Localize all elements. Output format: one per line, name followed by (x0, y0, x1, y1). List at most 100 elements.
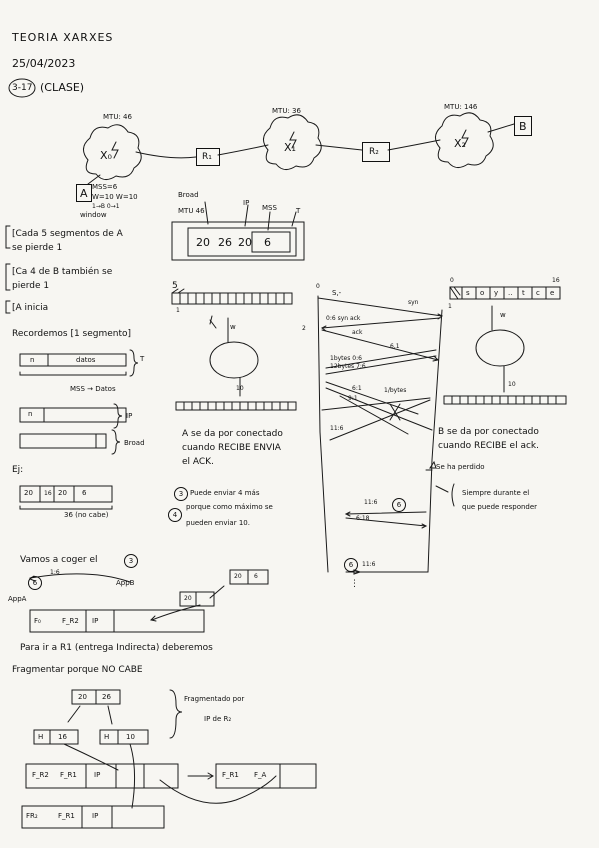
frame-app (29, 609, 205, 633)
right-timeline (427, 309, 443, 573)
section2-title: Vamos a coger el (20, 555, 98, 565)
msg-116 (345, 511, 427, 515)
frame-cell-26: 26 (218, 236, 232, 249)
msg-618 (345, 517, 427, 527)
link-x2-b (487, 123, 515, 133)
left-5: 5 (172, 281, 178, 291)
circle-6b: 6 (344, 558, 358, 572)
right-0: 0 (450, 277, 454, 284)
frame3-ip: IP (92, 812, 99, 820)
ej-note: 36 (no cabe) (64, 511, 109, 519)
frame-mss-box (251, 231, 291, 253)
frame-outer-box (171, 221, 305, 261)
msg-data2 (325, 381, 419, 415)
frame2-a: F_R1 (222, 771, 239, 779)
section2-circle-6: 6 (28, 576, 42, 590)
link-r1-x1 (217, 144, 269, 156)
msg-ack-label: ack (352, 329, 363, 336)
app-b: AppB (116, 579, 135, 587)
top-26: 26 (102, 693, 111, 701)
app-a: AppA (8, 595, 27, 603)
note-line-5: [A inicia (12, 303, 49, 313)
frame1-a: F_R2 (32, 771, 49, 779)
seg-box-2 (19, 407, 127, 423)
seg-n: n (30, 356, 35, 364)
right-10: 10 (508, 381, 516, 388)
circle-6a: 6 (392, 498, 406, 512)
right-cell-s: s (466, 289, 470, 297)
note-line-3: [Ca 4 de B también se (12, 267, 113, 277)
a-param-w: W=10 W=10 (92, 193, 138, 201)
frame-pointers (204, 201, 297, 231)
right-buffer-bottom (443, 395, 567, 405)
seg-box-1 (19, 353, 127, 367)
ej-cell-3: 20 (58, 489, 67, 497)
cloud-x1 (263, 114, 322, 170)
ej-cell-1: 20 (24, 489, 33, 497)
x1-mtu: MTU: 36 (272, 107, 301, 115)
x0-mtu: MTU: 46 (103, 113, 132, 121)
tl-0: 0 (316, 283, 320, 290)
circle-4: 4 (168, 508, 182, 522)
right-cell-dots: .. (508, 289, 513, 297)
section3-line1: Para ir a R1 (entrega Indirecta) deberem… (20, 643, 213, 653)
recordemos: Recordemos [1 segmento] (12, 329, 132, 339)
box1-20: 20 (234, 573, 242, 580)
link-x1-r2 (315, 144, 363, 151)
frame-cell-20: 20 (196, 236, 210, 249)
left-timeline (317, 295, 329, 573)
x0-zigzag (111, 141, 119, 159)
seg-broad: Broad (124, 439, 145, 447)
msg-synack-label: 0:6 syn ack (326, 315, 361, 322)
frame1-ip: IP (94, 771, 101, 779)
broad-label: Broad (178, 191, 199, 199)
window-label: window (80, 211, 107, 219)
t-label: T (296, 207, 301, 215)
cloud-x2 (435, 112, 494, 168)
frame-cell-6: 6 (264, 236, 271, 249)
left-buffer-bottom (175, 401, 297, 411)
left-note-3: Puede enviar 4 más (190, 489, 260, 497)
session-type: (CLASE) (40, 81, 85, 94)
router-r1: R₁ (196, 148, 220, 166)
always-note-1: Siempre durante el (462, 489, 530, 497)
seg-datos: datos (76, 356, 96, 364)
note-line-4: pierde 1 (12, 281, 50, 291)
msg-ack-lost (329, 399, 431, 441)
frag-brace (169, 689, 183, 739)
msg-11-6c: 11:6 (362, 561, 376, 568)
left-caption-2: cuando RECIBE ENVIA (182, 443, 281, 453)
msg-6-18: 6:18 (356, 515, 370, 522)
msg-syn-label: syn (408, 299, 419, 306)
frame1-b: F_R1 (60, 771, 77, 779)
bracket-3 (5, 300, 11, 314)
left-w: w (230, 323, 236, 331)
right-caption-1: B se da por conectado (438, 427, 539, 437)
brace-t (129, 349, 139, 377)
frag-box-1 (33, 729, 79, 745)
right-16: 16 (552, 277, 560, 284)
right-cell-o: o (480, 289, 485, 297)
seg2-n: n (28, 410, 33, 418)
brace-note-2: IP de R₂ (204, 715, 232, 723)
mss-label: MSS (262, 204, 277, 212)
right-cell-t: t (522, 289, 525, 297)
ej-cell-4: 6 (82, 489, 87, 497)
host-a: A (76, 184, 92, 202)
circle-3: 3 (174, 487, 188, 501)
msg-6-1: 6:1 (352, 385, 362, 392)
frame-r1-a (215, 763, 317, 789)
a-param-dir: 1→B 0→1 (92, 203, 120, 210)
left-10: 10 (236, 385, 244, 392)
x0-label: X₀ (100, 149, 112, 162)
frame-app-a: F₀ (34, 617, 41, 625)
note-line-1: [Cada 5 segmentos de A (12, 229, 123, 239)
brace-broad (111, 429, 121, 455)
session-number: 3-17 (12, 83, 33, 93)
right-cell-c: c (536, 289, 540, 297)
frame3-b: F_R1 (58, 812, 75, 820)
link-x0-a (87, 174, 101, 185)
ej-box (19, 485, 113, 503)
left-oval (209, 341, 259, 379)
